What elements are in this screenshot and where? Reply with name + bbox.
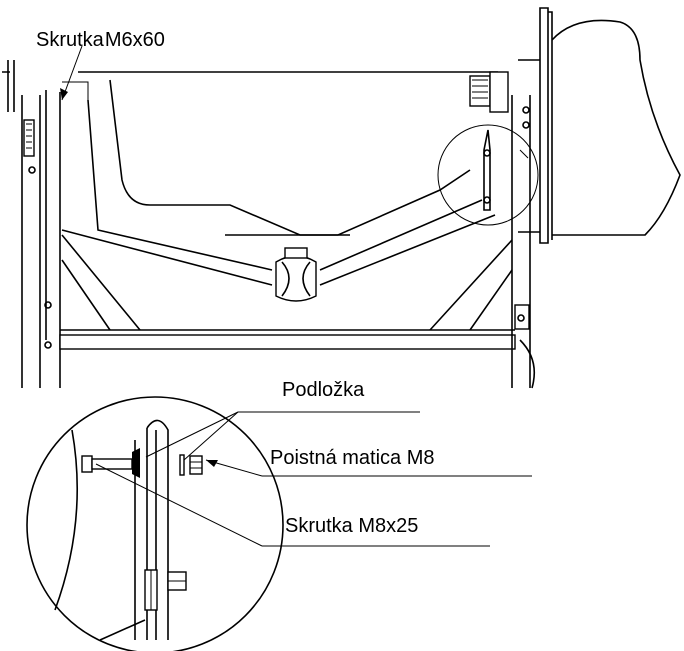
label-washer: Podložka	[282, 379, 365, 401]
label-top-bolt-size: M6x60	[105, 29, 165, 51]
frame-assembly	[2, 7, 681, 389]
lower-bolts	[144, 569, 187, 611]
label-lock-nut: Poistná matica M8	[270, 447, 435, 469]
label-bolt-m8: Skrutka M8x25	[285, 515, 418, 537]
left-leg	[2, 60, 61, 388]
bolt-m8x25	[81, 448, 140, 478]
hopper-bowl	[61, 79, 496, 286]
detail-bracket	[483, 129, 529, 211]
bolt-leader	[95, 463, 263, 547]
label-top-bolt: SkrutkaM6x60	[36, 29, 165, 51]
detail-view-circle	[26, 396, 284, 651]
motor-housing	[469, 7, 681, 244]
right-leg	[511, 95, 536, 389]
detail-view	[26, 396, 284, 651]
washer-leader-1	[145, 411, 239, 458]
label-top-bolt-word: Skrutka	[36, 29, 105, 51]
roller	[275, 247, 317, 302]
washer-and-nut	[179, 454, 203, 476]
detail-marker-circle	[437, 124, 539, 226]
washer-leader-2	[183, 411, 239, 461]
cross-bar	[59, 329, 516, 350]
